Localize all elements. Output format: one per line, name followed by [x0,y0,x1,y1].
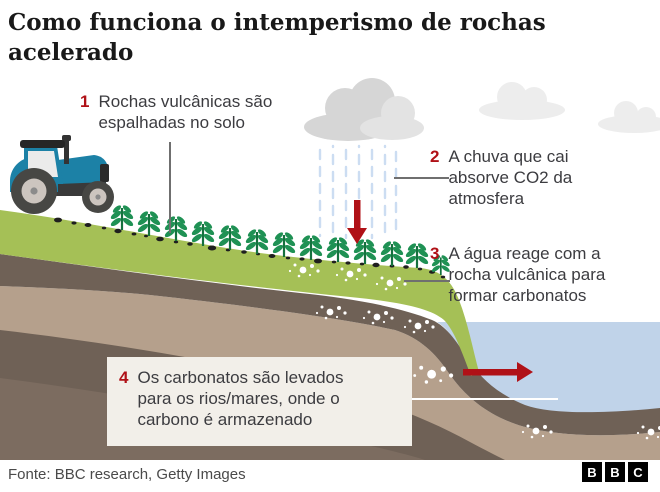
rock-dots [54,217,446,279]
step-4-text: Os carbonatos são levados para os rios/m… [137,368,344,429]
bbc-logo-letter: C [628,462,648,482]
step-1-text: Rochas vulcânicas são espalhadas no solo [98,92,273,132]
bbc-logo-letter: B [605,462,625,482]
soil-layer-dark [0,254,660,436]
pointer-line-1 [169,142,171,233]
down-arrow-icon [347,200,367,244]
pointer-line-4 [412,398,558,400]
step-2-number: 2 [430,147,440,166]
step-2-text: A chuva que cai absorve CO2 da atmosfera [448,147,573,208]
step-1-number: 1 [80,92,90,111]
rain-icon [318,144,398,242]
step-1-annotation: 1 Rochas vulcânicas são espalhadas no so… [80,91,280,133]
rain-cloud-icon [304,78,424,141]
bbc-logo: B B C [582,462,648,482]
cloud-icon [479,82,660,133]
tractor-icon [9,135,114,214]
pointer-line-3 [404,280,450,282]
source-credit: Fonte: BBC research, Getty Images [8,466,246,483]
step-3-annotation: 3 A água reage com a rocha vulcânica par… [430,243,630,306]
right-arrow-icon [463,362,533,382]
pointer-line-2 [394,177,449,179]
step-4-number: 4 [119,368,129,387]
step-4-annotation: 4 Os carbonatos são levados para os rios… [107,357,412,446]
step-3-number: 3 [430,244,440,263]
grass-hill [0,210,479,376]
page-title: Como funciona o intemperismo de rochas a… [8,9,546,66]
step-2-annotation: 2 A chuva que cai absorve CO2 da atmosfe… [430,146,594,209]
water [437,322,660,416]
bbc-logo-letter: B [582,462,602,482]
step-3-text: A água reage com a rocha vulcânica para … [448,244,606,305]
